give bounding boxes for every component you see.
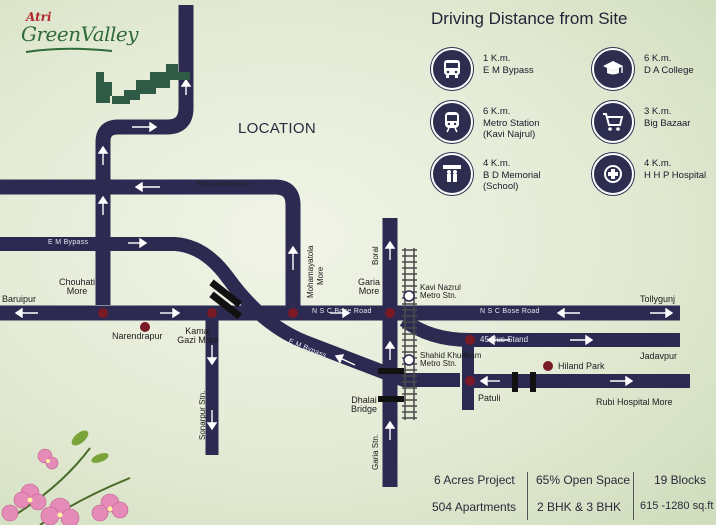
road-label-ramchandrapur: Ramchandrapur [196, 181, 251, 188]
bus-icon [431, 48, 473, 90]
site-building-icon [96, 64, 190, 104]
graduation-cap-icon [592, 48, 634, 90]
railway-track [402, 248, 417, 420]
brand-prefix: Atri [26, 10, 52, 24]
road-ramchandrapur [0, 179, 301, 312]
label-rubi: Rubi Hospital More [596, 397, 673, 407]
road-label-em-bypass: E M Bypass [48, 239, 89, 246]
highlight-open-space: 65% Open Space [536, 473, 631, 487]
road-label-nsc-right: N S C Bose Road [480, 308, 540, 315]
shopping-cart-icon [592, 101, 634, 143]
distance-item-college: 6 K.m.D A College [592, 48, 716, 92]
label-hiland-park: Hiland Park [558, 361, 605, 371]
label-patuli: Patuli [478, 393, 501, 403]
highlight-bhk: 2 BHK & 3 BHK [537, 500, 622, 514]
hospital-icon [592, 153, 634, 195]
label-mohamayatola: Mohamayatola [306, 245, 315, 298]
distance-item-metro: 6 K.m.Metro Station(Kavi Najrul) [431, 101, 571, 145]
highlight-blocks: 19 Blocks [654, 473, 707, 487]
road-site-access [95, 5, 194, 305]
label-sonarpur: Sonarpur Stn. [198, 390, 207, 440]
brand-swoosh-icon [25, 47, 113, 53]
flower-decoration-icon [1, 430, 131, 525]
divider [527, 472, 528, 520]
road-em-bypass [0, 237, 460, 387]
distance-item-bypass: 1 K.m.E M Bypass [431, 48, 571, 92]
road-label-nsc-left: N S C Bose Road [312, 308, 372, 315]
flyover-icon [209, 279, 536, 402]
highlight-acres: 6 Acres Project [434, 473, 515, 487]
road-bus-stand [399, 314, 680, 347]
direction-arrows [14, 78, 674, 440]
label-tollygunj: Tollygunj [640, 294, 676, 304]
map-title: LOCATION [238, 120, 316, 137]
label-bus-stand: 45 Bus Stand [480, 335, 529, 344]
label-garia-stn: Garia Stn. [371, 433, 380, 470]
label-narendrapur: Narendrapur [112, 331, 163, 341]
metro-markers [403, 290, 415, 366]
driving-distance-title: Driving Distance from Site [431, 9, 628, 28]
highlight-area: 615 -1280 sq.ft [640, 500, 714, 512]
label-jadavpur: Jadavpur [640, 351, 678, 361]
distance-item-school: 4 K.m.B D Memorial(School) [431, 153, 571, 197]
project-highlights: 6 Acres Project 504 Apartments 65% Open … [426, 468, 716, 525]
distance-item-bazaar: 3 K.m.Big Bazaar [592, 101, 716, 145]
label-baruipur: Baruipur [2, 294, 37, 304]
distance-item-hospital: 4 K.m.H H P Hospital [592, 153, 716, 197]
divider [633, 472, 634, 520]
school-icon [431, 153, 473, 195]
label-boral: Boral [371, 246, 380, 265]
brand-name: GreenValley [21, 22, 139, 46]
junction-markers [98, 308, 553, 386]
metro-train-icon [431, 101, 473, 143]
highlight-apartments: 504 Apartments [432, 500, 517, 514]
label-mohamayatola-more: More [316, 266, 325, 285]
